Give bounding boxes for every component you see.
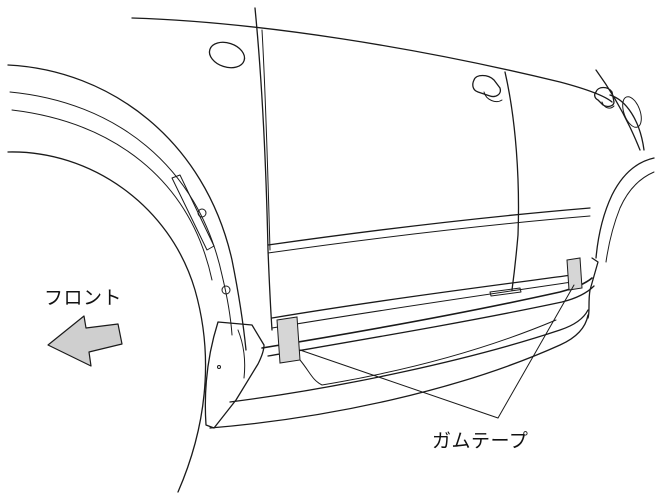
door-split-line (504, 71, 520, 291)
rear-door-handle-lip (601, 101, 615, 109)
left-arrow-icon (47, 315, 123, 367)
gum-tape-label: ガムテープ (432, 430, 529, 452)
front-door-handle-lip (483, 91, 503, 103)
side-skirt-crease (299, 319, 557, 386)
fender-bolt-upper (197, 208, 207, 218)
front-direction-label: フロント (44, 287, 123, 309)
body-character-line-lower (267, 215, 591, 254)
front-door-leading-edge (254, 7, 273, 331)
rocker-slot (489, 287, 522, 297)
fender-bolt-lower (221, 285, 231, 295)
rear-door-handle (594, 86, 615, 108)
gum-tape-rear (566, 257, 583, 291)
side-skirt-rear-end (587, 257, 599, 319)
fender-arch-edge (11, 109, 213, 281)
side-skirt-upper-edge (267, 285, 595, 357)
door-bottom-line (271, 274, 573, 319)
skirt-screw (217, 365, 221, 369)
side-skirt-bottom (209, 314, 589, 429)
rear-wheel-arch (595, 157, 655, 259)
side-skirt-top (261, 277, 593, 349)
rear-wheel-arch-inner (605, 171, 655, 263)
body-top-line (131, 17, 613, 103)
side-skirt-body-lower (229, 309, 589, 403)
fender-slot (171, 174, 215, 251)
door-bottom-seam (271, 281, 573, 329)
tape-leader-front (299, 349, 499, 419)
rear-lamp-lens (622, 96, 642, 128)
gum-tape-front (276, 316, 301, 364)
front-door-handle (472, 74, 502, 98)
front-door-gap (261, 29, 271, 251)
fender-arch-outer (7, 64, 247, 351)
side-skirt-front-inner (237, 329, 246, 379)
fuel-cap (208, 41, 246, 69)
front-wheel (7, 151, 207, 493)
side-skirt-front-end (204, 321, 265, 429)
tape-leader-rear (497, 284, 575, 419)
fender-arch-inner (9, 91, 233, 336)
body-character-line (267, 207, 591, 246)
rear-pillar (595, 69, 641, 151)
rear-window-curve (609, 94, 645, 151)
